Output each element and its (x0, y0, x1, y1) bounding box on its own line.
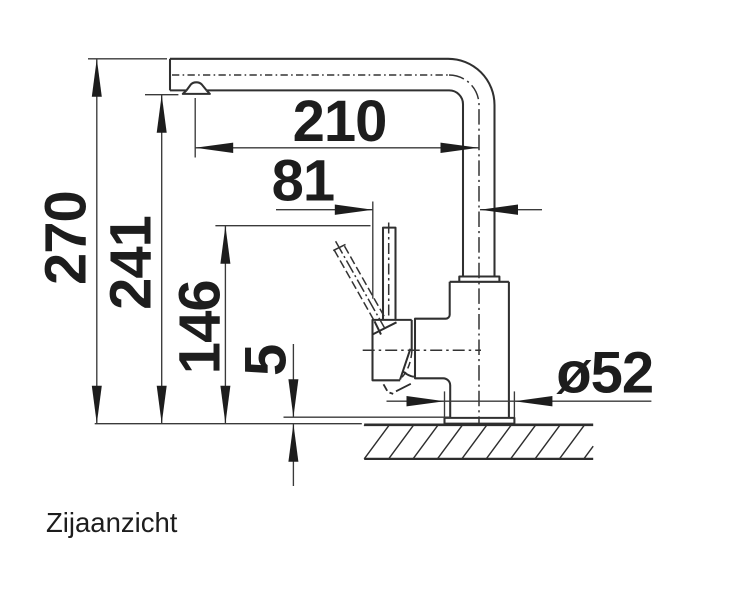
svg-text:146: 146 (168, 280, 233, 374)
svg-text:81: 81 (272, 149, 335, 214)
svg-text:5: 5 (233, 345, 298, 376)
svg-text:270: 270 (34, 191, 99, 285)
svg-text:210: 210 (293, 89, 387, 154)
svg-text:ø52: ø52 (556, 340, 653, 405)
svg-text:Zijaanzicht: Zijaanzicht (46, 507, 178, 538)
svg-text:241: 241 (99, 216, 164, 310)
